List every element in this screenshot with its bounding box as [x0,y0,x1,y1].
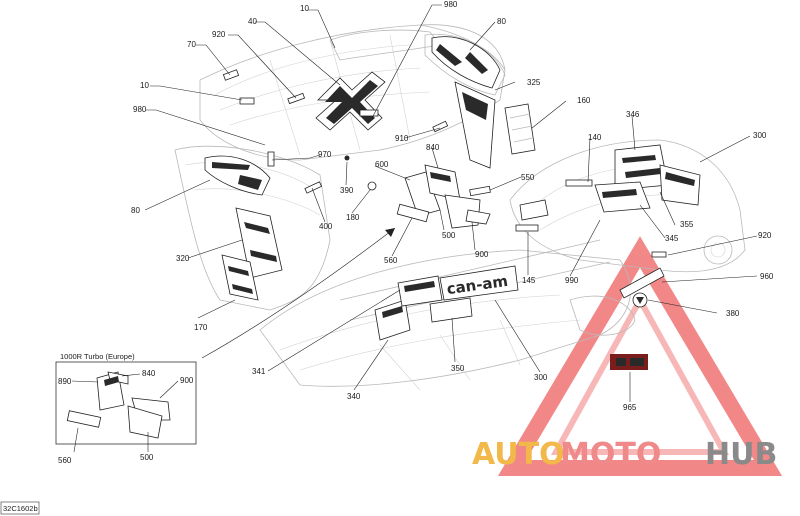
callout-40: 40 [248,17,257,26]
callout-inset-900: 900 [180,376,194,385]
callout-70: 70 [187,40,196,49]
decal-can-am-brand: can-am [439,265,519,301]
decal-140 [565,179,593,187]
callout-170: 170 [194,323,208,332]
decal-390-dot [344,155,350,161]
callout-960: 960 [760,272,774,281]
callout-965: 965 [623,403,637,412]
decal-990 [519,199,549,221]
callout-990: 990 [565,276,579,285]
callout-341: 341 [252,367,266,376]
decal-920-b [651,251,667,258]
watermark-logo: AUTO MOTO HUB [472,437,777,472]
callout-labels: 10 40 980 80 920 70 10 325 160 980 910 8… [58,0,774,465]
decal-560-a [396,203,430,223]
callout-910: 910 [395,134,409,143]
callout-840: 840 [426,143,440,152]
decal-980-rect [359,109,379,117]
decal-x-hood [315,71,386,131]
callout-300-tunnel: 300 [534,373,548,382]
decal-170 [221,254,259,301]
decal-400-strip [304,181,323,194]
watermark-auto: AUTO [472,437,565,472]
watermark-triangle [497,236,783,476]
callout-180: 180 [346,213,360,222]
decal-965 [610,354,648,370]
decal-341 [397,275,443,307]
inset-arrow-head [385,228,395,237]
decal-960 [619,267,665,299]
decal-145 [515,224,539,232]
leader-lines [71,4,758,453]
decal-380-emblem [632,292,648,308]
callout-160: 160 [577,96,591,105]
decal-325 [454,81,496,169]
decal-900-a [465,209,491,225]
callout-600: 600 [375,160,389,169]
decal-80-side-left [204,155,271,196]
callout-355: 355 [680,220,694,229]
decal-160 [504,103,536,155]
callout-920-rear: 920 [758,231,772,240]
callout-inset-500: 500 [140,453,154,462]
decal-350 [429,297,473,323]
callout-300-rear: 300 [753,131,767,140]
decal-180-round [367,181,377,191]
callout-970: 970 [318,150,332,159]
callout-345: 345 [665,234,679,243]
watermark-moto: MOTO [560,437,661,472]
callout-325: 325 [527,78,541,87]
decal-550 [469,185,491,197]
decal-340 [374,299,411,341]
callout-inset-560: 560 [58,456,72,465]
callout-10-hood: 10 [300,4,309,13]
decal-320 [235,207,283,279]
callout-140: 140 [588,133,602,142]
decal-920-strip [239,92,306,105]
callout-350: 350 [451,364,465,373]
callout-500: 500 [442,231,456,240]
decal-970 [267,151,275,167]
watermark-hub: HUB [705,437,777,472]
callout-980-side: 980 [133,105,147,114]
decal-355 [659,164,701,206]
callout-560: 560 [384,256,398,265]
callout-145: 145 [522,276,536,285]
callout-920-hood: 920 [212,30,226,39]
callout-900: 900 [475,250,489,259]
callout-340: 340 [347,392,361,401]
callout-80-side: 80 [131,206,140,215]
callout-980-hood: 980 [444,0,458,9]
callout-380: 380 [726,309,740,318]
callout-inset-890: 890 [58,377,72,386]
callout-320: 320 [176,254,190,263]
callout-10-side: 10 [140,81,149,90]
decal-70-strip [222,69,240,81]
hood-outline [199,24,506,161]
callout-inset-840: 840 [142,369,156,378]
inset-box: 1000R Turbo (Europe) [55,352,197,445]
callout-550: 550 [521,173,535,182]
decal-80-hood-right [431,36,501,89]
decal-345 [594,181,651,213]
inset-arrow [201,227,396,359]
diagram-code-box [0,501,40,515]
callout-400: 400 [319,222,333,231]
callout-390: 390 [340,186,354,195]
callout-346: 346 [626,110,640,119]
inset-title: 1000R Turbo (Europe) [60,352,135,361]
callout-80-hood: 80 [497,17,506,26]
diagram-code: 32C1602b [3,504,38,513]
